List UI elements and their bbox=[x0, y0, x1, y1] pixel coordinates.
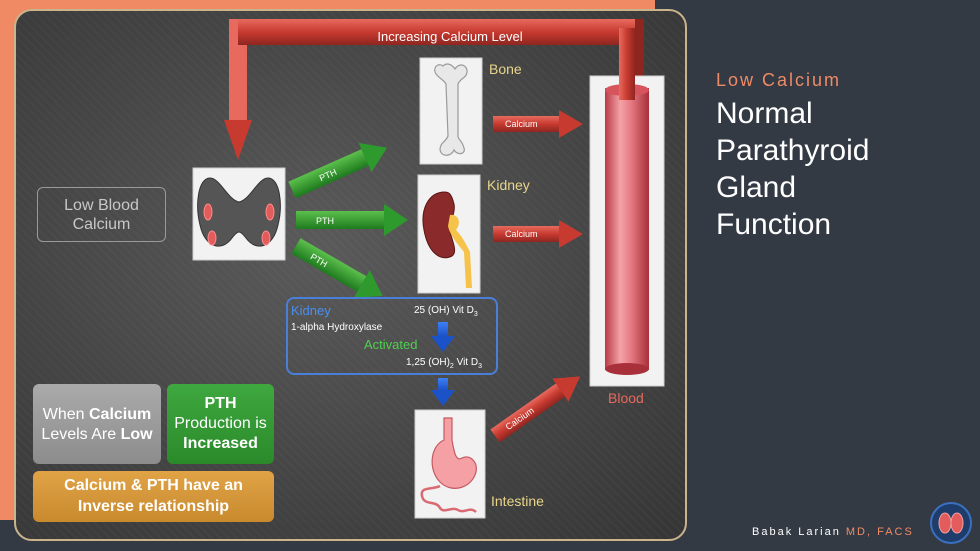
vitd-down-arrow-2 bbox=[431, 378, 455, 406]
pth-arrow-vitd: PTH bbox=[291, 238, 383, 298]
vitd-precursor-label: 25 (OH) Vit D3 bbox=[414, 305, 478, 318]
vitamin-d-box bbox=[286, 297, 498, 375]
calcium-arrow-bone: Calcium bbox=[493, 110, 583, 138]
pth-arrow-kidney: PTH bbox=[296, 204, 408, 236]
inverse-relationship-box: Calcium & PTH have an Inverse relationsh… bbox=[33, 471, 274, 522]
intestine-card bbox=[414, 409, 486, 519]
low-blood-calcium-text: Low Blood Calcium bbox=[64, 197, 139, 233]
intestine-label: Intestine bbox=[491, 493, 544, 509]
parathyroid-card bbox=[192, 167, 286, 261]
pth-arrow-bone: PTH bbox=[288, 142, 388, 199]
author-credit: Babak Larian MD, FACS bbox=[752, 526, 914, 538]
author-logo-icon bbox=[930, 502, 972, 544]
calcium-arrow-kidney: Calcium bbox=[493, 220, 583, 248]
feedback-arrow-label: Increasing Calcium Level bbox=[377, 29, 522, 44]
calcium-label-2: Calcium bbox=[505, 229, 538, 239]
calcium-arrow-intestine: Calcium bbox=[490, 376, 581, 443]
vitd-kidney-label: Kidney bbox=[291, 303, 331, 318]
calcium-label-1: Calcium bbox=[505, 119, 538, 129]
pth-label-2: PTH bbox=[316, 216, 334, 226]
blood-vessel-card bbox=[589, 75, 665, 387]
bone-label: Bone bbox=[489, 61, 522, 77]
vitd-down-arrow-1 bbox=[431, 322, 455, 352]
slide-main-title: Normal Parathyroid Gland Function bbox=[716, 97, 870, 241]
bone-card bbox=[419, 57, 483, 165]
vitd-enzyme-label: 1-alpha Hydroxylase bbox=[291, 322, 383, 333]
vitd-activated-label: Activated bbox=[364, 337, 418, 352]
blood-label: Blood bbox=[608, 390, 644, 406]
when-calcium-low-box: When Calcium Levels Are Low bbox=[33, 384, 161, 464]
slide-title: Low Calcium Normal Parathyroid Gland Fun… bbox=[716, 70, 966, 243]
slide-subtitle: Low Calcium bbox=[716, 70, 842, 90]
kidney-label: Kidney bbox=[487, 177, 530, 193]
vitd-product-label: 1,25 (OH)2 Vit D3 bbox=[406, 357, 482, 370]
low-blood-calcium-box: Low Blood Calcium bbox=[37, 187, 166, 242]
pth-increased-box: PTH Production is Increased bbox=[167, 384, 274, 464]
kidney-card bbox=[417, 174, 481, 294]
feedback-arrow-stem bbox=[619, 28, 635, 100]
